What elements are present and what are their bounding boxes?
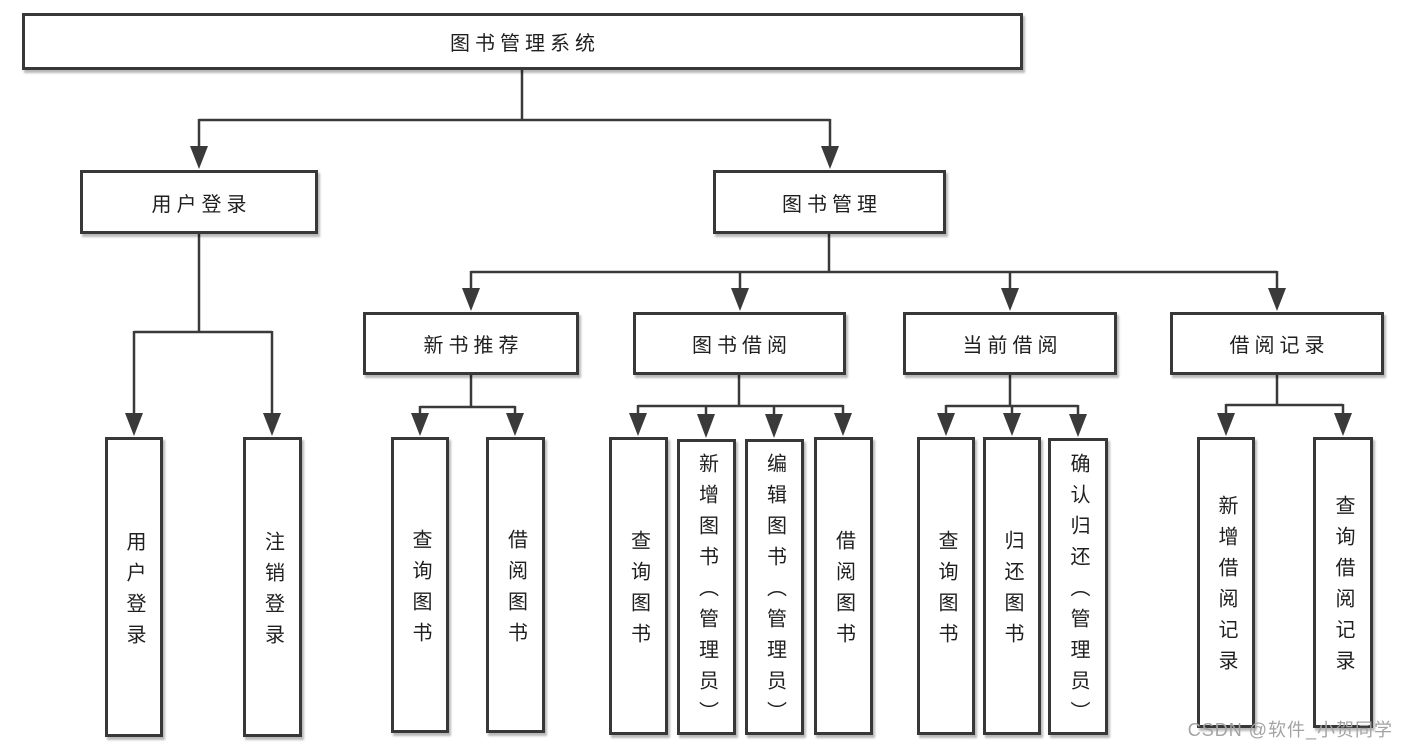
node-leaf-logout: 注销登录 — [243, 437, 302, 737]
node-label: 借阅记录 — [1229, 335, 1330, 357]
node-leaf-borrow-books-2: 借阅图书 — [814, 437, 873, 735]
node-borrow-record: 借阅记录 — [1170, 312, 1384, 375]
node-user-login: 用户登录 — [80, 170, 318, 234]
node-label: 当前借阅 — [962, 335, 1063, 357]
connector-new-book-children — [411, 375, 524, 436]
node-label: 用户登录 — [151, 193, 252, 216]
node-current-borrow: 当前借阅 — [903, 312, 1117, 375]
connector-book-management-children — [462, 234, 1286, 311]
connector-borrow-record-children — [1217, 375, 1352, 436]
connector-root-to-level2 — [190, 69, 839, 169]
node-label: 图书管理系统 — [450, 33, 600, 55]
node-label: 新书推荐 — [423, 335, 524, 357]
node-label: 用户登录 — [123, 530, 145, 655]
node-leaf-edit-books-admin: 编辑图书（管理员） — [745, 439, 804, 735]
node-leaf-return-books: 归还图书 — [983, 437, 1041, 735]
node-label: 确认归还（管理员） — [1067, 452, 1089, 732]
node-label: 查询图书 — [409, 528, 431, 653]
node-leaf-add-borrow-record: 新增借阅记录 — [1197, 437, 1255, 728]
node-label: 归还图书 — [1001, 529, 1023, 654]
node-label: 借阅图书 — [504, 528, 527, 653]
node-leaf-query-books-3: 查询图书 — [917, 437, 975, 735]
node-label: 查询图书 — [935, 529, 957, 654]
node-label: 新增图书（管理员） — [695, 453, 718, 732]
node-label: 查询图书 — [627, 529, 650, 654]
node-label: 图书借阅 — [692, 335, 792, 357]
node-label: 注销登录 — [261, 530, 284, 655]
node-label: 新增借阅记录 — [1215, 495, 1237, 681]
node-leaf-user-login: 用户登录 — [105, 437, 163, 737]
connector-current-borrow-children — [937, 375, 1087, 437]
node-new-book-recommend: 新书推荐 — [363, 312, 579, 375]
node-book-management: 图书管理 — [713, 170, 946, 234]
connector-user-login-children — [125, 234, 281, 436]
node-book-borrow: 图书借阅 — [633, 312, 846, 375]
node-leaf-confirm-return-admin: 确认归还（管理员） — [1048, 438, 1108, 735]
node-label: 图书管理 — [782, 193, 882, 216]
node-leaf-borrow-books-1: 借阅图书 — [486, 437, 545, 733]
node-leaf-query-books-1: 查询图书 — [391, 437, 449, 733]
watermark: CSDN @软件_小贺同学 — [1187, 720, 1393, 740]
node-label: 借阅图书 — [832, 529, 855, 654]
connector-book-borrow-children — [629, 375, 852, 438]
node-leaf-add-books-admin: 新增图书（管理员） — [677, 439, 736, 735]
node-leaf-query-books-2: 查询图书 — [609, 437, 668, 735]
node-library-management-system: 图书管理系统 — [22, 13, 1023, 70]
node-label: 编辑图书（管理员） — [763, 453, 786, 732]
node-label: 查询借阅记录 — [1332, 495, 1354, 681]
node-leaf-query-borrow-record: 查询借阅记录 — [1313, 437, 1373, 728]
